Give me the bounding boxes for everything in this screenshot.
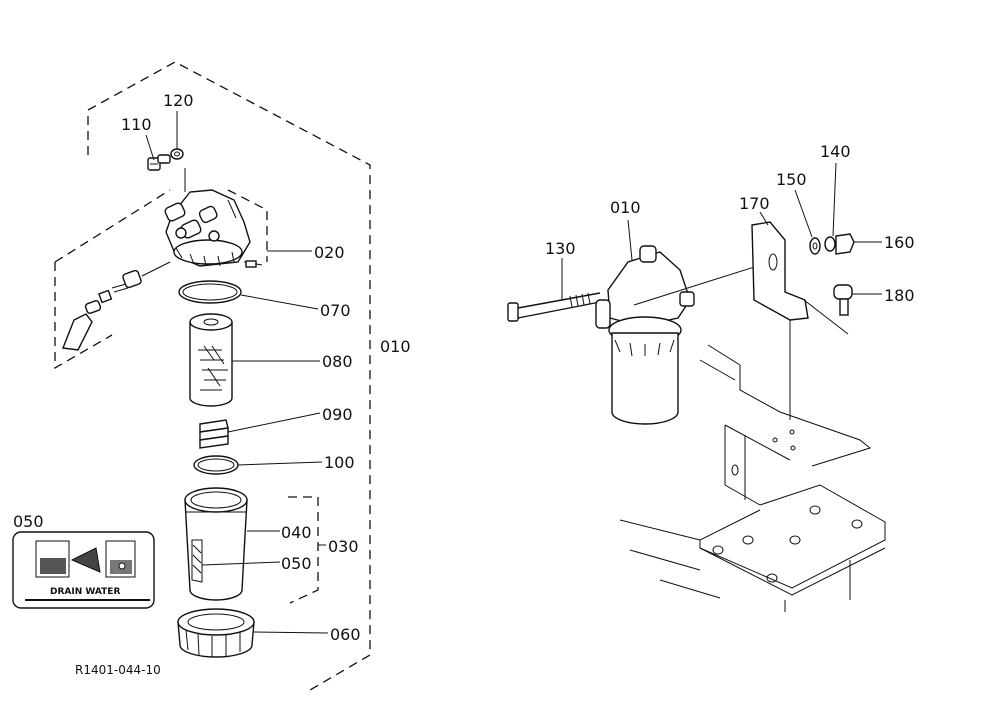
filter-assembly-010 [595,219,771,425]
bleed-screw-110 [147,154,171,171]
drain-cock [62,261,171,351]
label-040: 040 [281,523,312,542]
drain-water-decal [12,531,155,609]
label-050: 050 [281,554,312,573]
leader-lines-left [145,111,329,634]
label-070: 070 [320,301,351,320]
label-100: 100 [324,453,355,472]
label-160: 160 [884,233,915,252]
filter-head-020 [164,168,263,268]
label-090: 090 [322,405,353,424]
element-080 [189,313,233,407]
exploded-assembly-outline [54,61,371,691]
bolt-180 [833,284,882,316]
label-010-left: 010 [380,337,411,356]
label-130: 130 [545,239,576,258]
label-080: 080 [322,352,353,371]
spring-090 [199,419,229,449]
label-020: 020 [314,243,345,262]
frame-outline [619,344,886,612]
washer-150 [794,189,821,255]
decal-number: 050 [13,512,44,531]
label-030: 030 [328,537,359,556]
washer-140 [824,162,837,252]
label-150: 150 [776,170,807,189]
label-010-right: 010 [610,198,641,217]
label-060: 060 [330,625,361,644]
label-170: 170 [739,194,770,213]
drawing-code: R1401-044-10 [75,663,161,677]
decal-caption: DRAIN WATER [50,587,120,597]
bolt-130 [507,258,601,322]
o-ring-070 [178,280,242,304]
nut-160 [835,233,882,255]
bowl-040 [184,487,248,601]
bracket-170 [751,211,849,420]
label-120: 120 [163,91,194,110]
label-140: 140 [820,142,851,161]
frame-holes-top [772,429,796,451]
label-180: 180 [884,286,915,305]
ring-nut-060 [177,608,255,658]
label-110: 110 [121,115,152,134]
